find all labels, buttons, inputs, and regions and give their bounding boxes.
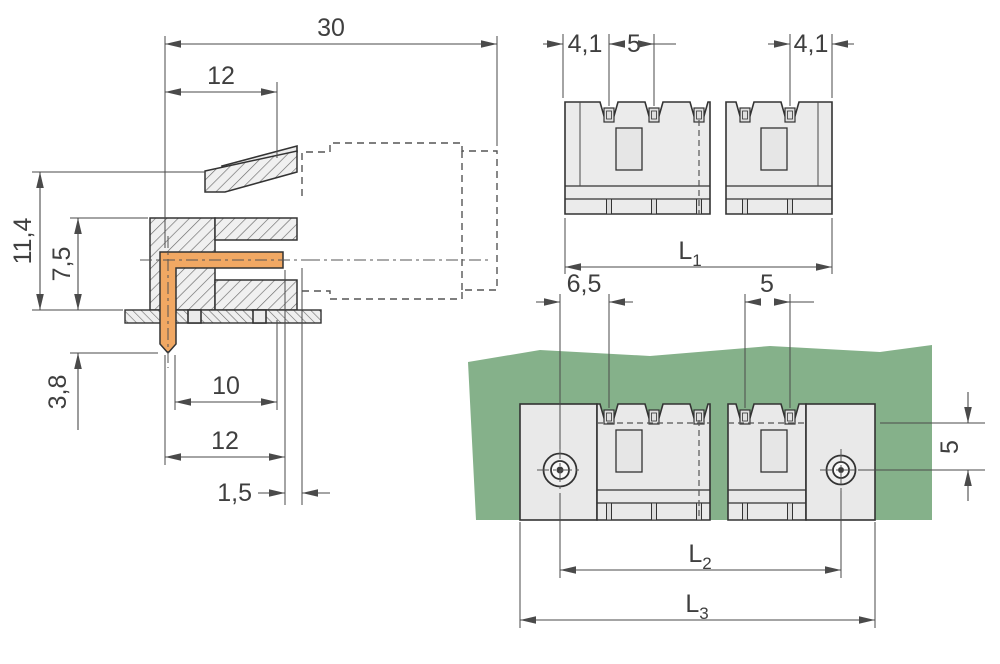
- front-view: 4,1 5 4,1 L1: [543, 30, 854, 274]
- dim-pin-offset-label: 10: [212, 372, 240, 400]
- dim-screw-to-pin: 6,5: [536, 270, 633, 449]
- dim-pin-pitch-label: 5: [627, 30, 641, 58]
- dim-pin-row-offset: 5: [858, 392, 985, 501]
- mount-peg-right: [252, 309, 267, 324]
- screw-right: [820, 449, 862, 491]
- dim-board-pitch: 5: [744, 270, 814, 408]
- dim-body-height-label: 7,5: [48, 247, 76, 282]
- front-housing-right: [760, 127, 788, 171]
- dim-overall-length-l3: L3: [519, 522, 876, 628]
- screw-left: [537, 447, 583, 493]
- board-mount-view: 6,5 5 5 L2: [468, 270, 985, 628]
- dim-total-height: 11,4: [9, 171, 205, 311]
- dim-overall-depth: 30: [164, 14, 498, 248]
- board-housing-right: [760, 429, 788, 473]
- mating-connector-outline: [301, 142, 498, 300]
- mount-peg-left: [187, 309, 202, 324]
- shroud-top-section: [204, 150, 298, 193]
- dim-body-height: 7,5: [48, 217, 148, 310]
- dim-pin-thickness: 1,5: [217, 479, 330, 507]
- dim-l2-label: L2: [688, 540, 711, 573]
- slot-lower-wall-section: [214, 279, 298, 311]
- dim-end-margin-left-label: 4,1: [568, 30, 603, 58]
- dim-pin-row-offset-label: 5: [936, 440, 964, 454]
- dim-body-depth: 12: [164, 355, 285, 465]
- dim-l1-label: L1: [678, 237, 701, 270]
- board-housing-left: [615, 429, 643, 473]
- dim-l3-label: L3: [685, 590, 708, 623]
- dim-screw-to-pin-label: 6,5: [567, 270, 602, 298]
- dim-front-top: 4,1 5 4,1: [543, 30, 854, 106]
- dim-pin-protrusion-label: 3,8: [44, 375, 72, 410]
- dim-total-length-l1: L1: [564, 218, 833, 274]
- front-pins: [603, 107, 796, 123]
- pcb-section: [124, 309, 322, 324]
- dim-pin-offset: 10: [174, 320, 278, 410]
- side-section-view: 30 12 11,4 7,5 3,8: [9, 14, 498, 507]
- dim-screw-spacing-l2: L2: [559, 491, 842, 578]
- dim-total-height-label: 11,4: [9, 218, 37, 265]
- dim-end-margin-right-label: 4,1: [794, 30, 829, 58]
- dim-pin-thickness-label: 1,5: [217, 479, 252, 507]
- dim-board-pitch-label: 5: [760, 270, 774, 298]
- front-solder-tails: [606, 198, 793, 215]
- slot-upper-wall-section: [214, 217, 298, 241]
- board-pins: [603, 409, 796, 425]
- dim-body-depth-label: 12: [211, 427, 239, 455]
- dim-pin-protrusion: 3,8: [44, 352, 158, 430]
- dim-shroud-depth-label: 12: [207, 62, 235, 90]
- dim-overall-depth-label: 30: [317, 14, 345, 42]
- solder-pin: [159, 251, 284, 355]
- dim-shroud-depth: 12: [165, 62, 278, 158]
- front-housing-left: [615, 127, 643, 171]
